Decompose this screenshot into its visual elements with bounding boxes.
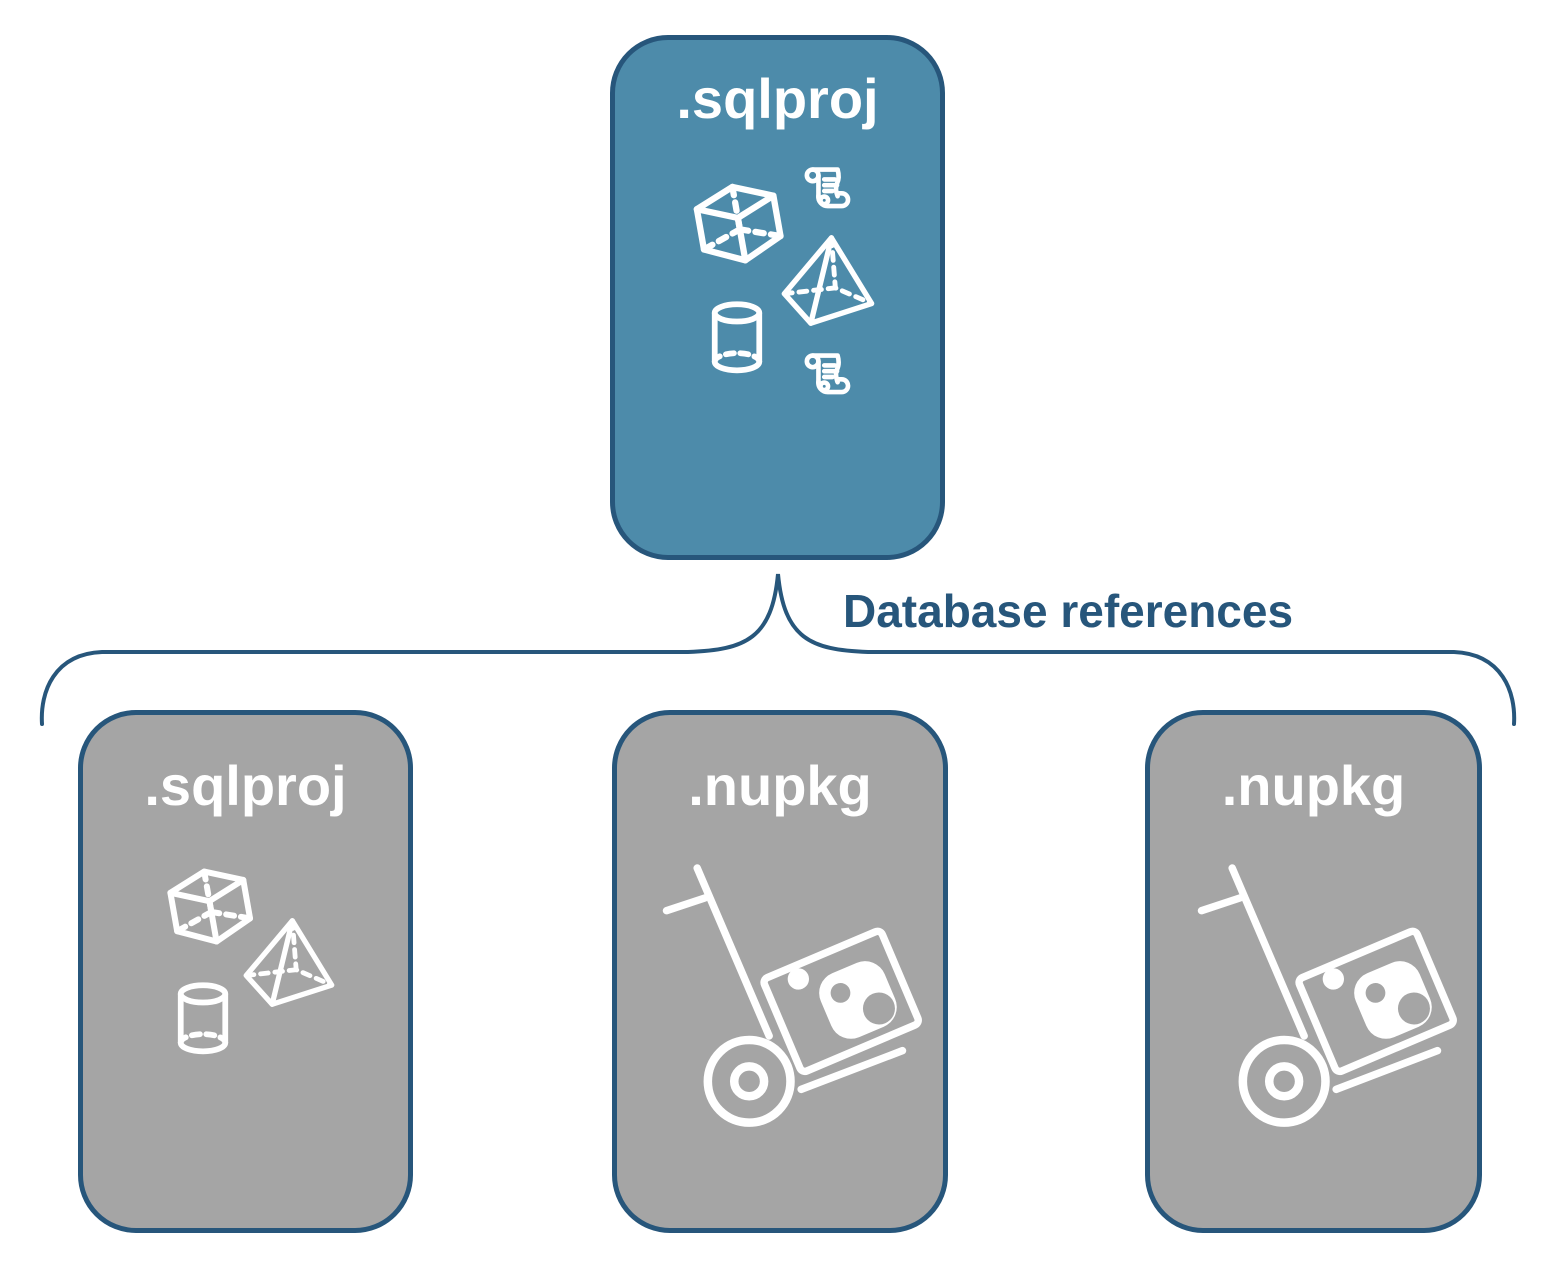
node-child-nupkg-2: .nupkg [1145, 710, 1482, 1233]
cylinder-icon [701, 300, 773, 379]
connector-label: Database references [843, 585, 1294, 637]
pyramid-icon [775, 232, 880, 330]
node-child-sqlproj: .sqlproj [78, 710, 413, 1233]
node-title: .nupkg [688, 754, 872, 817]
node-title: .nupkg [1221, 754, 1406, 817]
script-scroll-icon [797, 162, 855, 220]
node-root-sqlproj: .sqlproj [610, 35, 945, 560]
node-child-nupkg-1: .nupkg [612, 710, 948, 1233]
node-title: .sqlproj [144, 754, 347, 817]
hand-truck-package-icon [1192, 860, 1467, 1132]
pyramid-icon [237, 915, 340, 1011]
cylinder-icon [167, 981, 239, 1060]
node-title: .sqlproj [676, 67, 879, 130]
script-scroll-icon [797, 348, 855, 406]
hand-truck-package-icon [657, 860, 932, 1132]
